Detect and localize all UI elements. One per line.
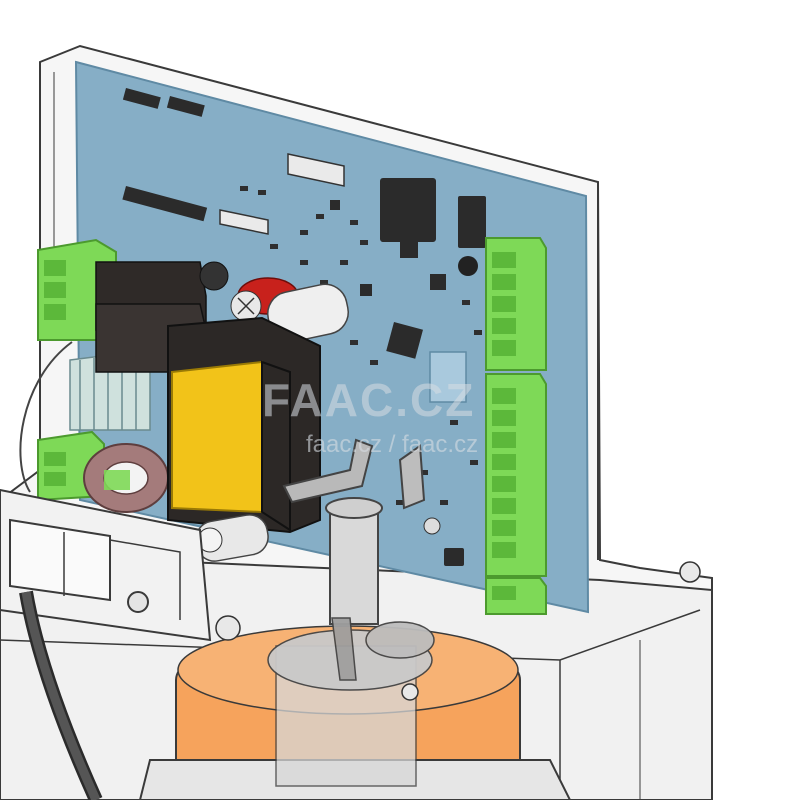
housing-side-panel (0, 488, 212, 642)
small-capacitor (199, 261, 229, 291)
led-indicator (423, 517, 441, 535)
terminal-block-right-top (485, 237, 547, 371)
pin-header (219, 153, 345, 235)
terminal-block-right-mid (485, 373, 547, 577)
terminal-block-right-bottom (485, 577, 547, 615)
signal-relay (429, 351, 467, 403)
circuit-board-icon (122, 88, 486, 566)
housing-screws (215, 561, 701, 701)
transformer (167, 316, 321, 534)
watermark-url: faac.cz / faac.cz (306, 431, 478, 458)
cam-disc (267, 617, 435, 691)
watermark-brand: FAAC.CZ (262, 374, 475, 426)
toroidal-coil (83, 443, 169, 513)
motor (138, 625, 572, 800)
power-cable (19, 341, 103, 800)
pcb-components-small (240, 186, 482, 505)
terminal-block-icon (492, 252, 516, 356)
limit-switch-bracket (282, 438, 426, 625)
trim-button (458, 256, 478, 276)
